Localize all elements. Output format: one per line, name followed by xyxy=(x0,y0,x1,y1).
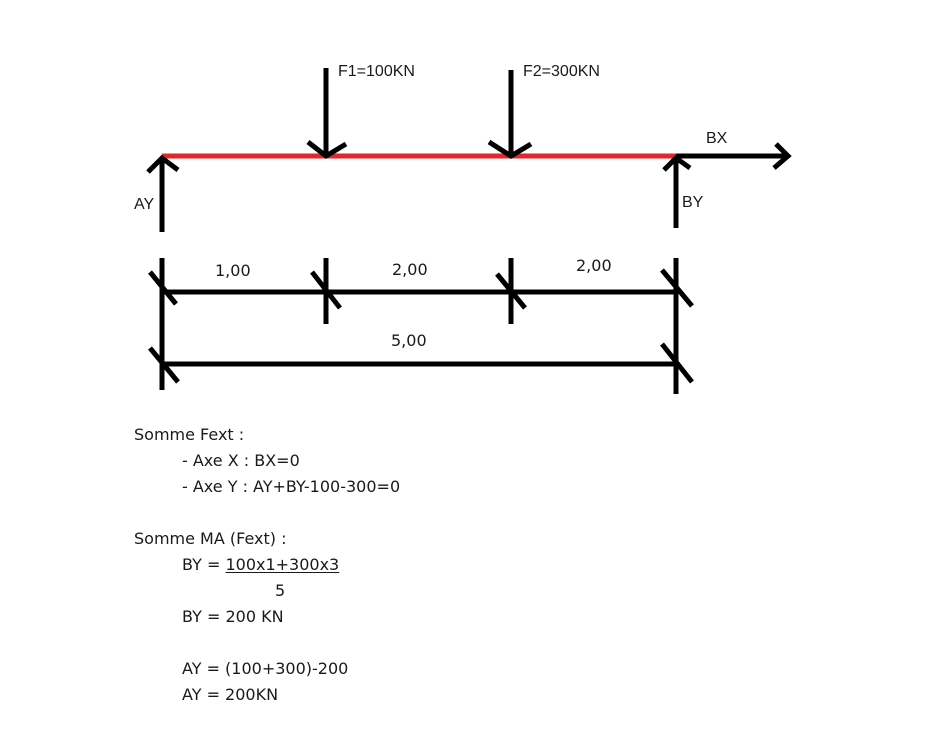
by-prefix: BY = xyxy=(182,555,226,574)
dimension-label-seg3: 2,00 xyxy=(576,256,612,275)
equation-axe-y: - Axe Y : AY+BY-100-300=0 xyxy=(182,477,401,496)
equation-axe-x: - Axe X : BX=0 xyxy=(182,451,300,470)
forces-sum-title: Somme Fext : xyxy=(134,425,245,444)
moments-sum-title: Somme MA (Fext) : xyxy=(134,529,287,548)
reaction-arrow-bx xyxy=(676,142,792,170)
reaction-arrow-by xyxy=(662,154,692,228)
reaction-arrow-ay xyxy=(146,154,180,232)
reaction-label-bx: BX xyxy=(706,130,728,147)
reaction-label-by: BY xyxy=(682,194,704,211)
dimension-line-total xyxy=(148,342,694,384)
load-arrow-f1 xyxy=(306,68,348,160)
dimension-label-total: 5,00 xyxy=(391,331,427,350)
dimension-label-seg2: 2,00 xyxy=(392,260,428,279)
load-arrow-f2 xyxy=(487,70,533,159)
load-label-f2: F2=300KN xyxy=(523,63,600,80)
reaction-label-ay: AY xyxy=(134,196,155,213)
dimension-label-seg1: 1,00 xyxy=(215,261,251,280)
equation-by-fraction: BY = 100x1+300x3 xyxy=(182,555,339,575)
equation-by-result: BY = 200 KN xyxy=(182,607,284,626)
equation-ay-expression: AY = (100+300)-200 xyxy=(182,659,349,678)
load-label-f1: F1=100KN xyxy=(338,63,415,80)
by-numerator: 100x1+300x3 xyxy=(225,555,340,574)
by-denominator: 5 xyxy=(275,581,286,600)
dimension-line-segments xyxy=(148,258,694,394)
equation-ay-result: AY = 200KN xyxy=(182,685,279,704)
